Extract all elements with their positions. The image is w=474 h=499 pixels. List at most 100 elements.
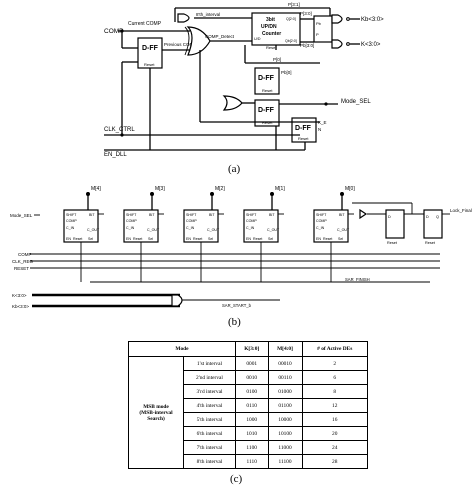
sar-cell-pin-label: Sel xyxy=(208,237,213,241)
p0-label: P[0] xyxy=(273,57,281,62)
sar-cell-pin-label: COMP xyxy=(186,219,197,223)
sar-cell-pin-label: SHIFT xyxy=(126,213,137,217)
reg-p-inner: P xyxy=(316,32,319,37)
sar-cell-pin-label: C_IN xyxy=(316,226,325,230)
sar-cell-pin-label: BIT xyxy=(209,213,215,217)
p-register xyxy=(313,15,333,43)
previous-comp-dff xyxy=(137,37,163,69)
sar-cell-pin-label: C_IN xyxy=(66,226,75,230)
tap-label: M[4] xyxy=(91,186,101,192)
sar-cell-pin-label: SHIFT xyxy=(316,213,327,217)
b-reset-label: RESET xyxy=(14,266,29,271)
en-dll-label: EN_DLL xyxy=(104,152,127,158)
mode-table: Mode K[3:0] M[4:0] # of Active DEs MSB m… xyxy=(128,341,368,469)
table-cell: 6'th interval xyxy=(183,426,236,441)
reg-pb-inner: Pb xyxy=(316,21,322,26)
tap-label: M[1] xyxy=(275,186,285,192)
table-cell: 0100 xyxy=(234,384,269,399)
table-cell: 4'th interval xyxy=(183,398,236,413)
b-mode-sel-label: Mode_SEL xyxy=(10,213,33,218)
tap-pin xyxy=(270,192,274,196)
end-dff-2 xyxy=(423,209,443,239)
sar-cell-pin-label: SHIFT xyxy=(186,213,197,217)
sar-cell-pin-label: COMP xyxy=(316,219,327,223)
sar-cell-pin-label: C_OUT xyxy=(337,228,350,232)
comp-xor-gate xyxy=(186,26,211,56)
sar-cell-pin-label: C_IN xyxy=(246,226,255,230)
table-cell: 20 xyxy=(301,426,368,441)
sar-cell-pin-label: C_OUT xyxy=(267,228,280,232)
tap-label: M[2] xyxy=(215,186,225,192)
updn-counter xyxy=(251,12,301,46)
table-cell: 1100 xyxy=(234,440,269,455)
sar-cell-pin-label: Sel xyxy=(268,237,273,241)
sar-cell-pin-label: Reset xyxy=(133,237,142,241)
table-cell: 3'rd interval xyxy=(183,384,236,399)
n-label: N xyxy=(318,127,321,132)
table-cell: 01100 xyxy=(267,398,303,413)
table-cell: 2'nd interval xyxy=(183,370,236,385)
k-output-label: K<3:0> xyxy=(361,42,381,48)
interval-and-gate xyxy=(177,13,190,23)
table-cell: 8 xyxy=(301,384,368,399)
pb0-label: Pb[0] xyxy=(281,70,292,75)
table-cell: 7'th interval xyxy=(183,440,236,455)
k-out-gate xyxy=(331,14,343,24)
mode-name-line2: (MSB-interval xyxy=(139,409,173,416)
b-k-label: K<3:0> xyxy=(12,293,27,298)
reg-pb-label: Pb[3:0] xyxy=(300,43,314,48)
sar-cell-pin-label: EN xyxy=(186,237,191,241)
panel-a-schematic: COMP D-FF Reset Previous COMP Current CO… xyxy=(104,2,384,158)
tap-pin xyxy=(340,192,344,196)
sar-cell-pin-label: C_OUT xyxy=(87,228,100,232)
dff-reset-label-1: Reset xyxy=(144,62,155,67)
end-q-label-2: Q xyxy=(436,215,439,219)
table-cell: 01000 xyxy=(267,384,303,399)
counter-label-1: 3bit xyxy=(266,17,275,23)
tap-pin xyxy=(86,192,90,196)
sar-start-label: SAR_START_b xyxy=(222,303,252,308)
sar-cell-pin-label: Sel xyxy=(338,237,343,241)
table-cell: 28 xyxy=(301,454,368,469)
sar-cell-pin-label: EN xyxy=(126,237,131,241)
dff-label-4: D-FF xyxy=(295,125,312,132)
panel-b-schematic: M[4]M[3]M[2]M[1]M[0] Mode_SEL COMP CLK_R… xyxy=(10,186,472,309)
end-dff-1 xyxy=(385,209,405,239)
table-cell: 16 xyxy=(301,412,368,427)
table-cell: 0010 xyxy=(234,370,269,385)
table-header-m: M[4:0] xyxy=(267,341,303,357)
table-cell: 24 xyxy=(301,440,368,455)
dff-label-1: D-FF xyxy=(142,45,159,52)
interval-label: 8'th_interval xyxy=(196,12,220,17)
comp-input-label: COMP xyxy=(104,28,124,35)
dff-label-3: D-FF xyxy=(258,107,275,114)
mode-or-gate xyxy=(222,95,243,111)
sar-cell-pin-label: COMP xyxy=(246,219,257,223)
table-cell: 0110 xyxy=(234,398,269,413)
sar-cell-pin-label: Sel xyxy=(88,237,93,241)
end-d-label-1: D xyxy=(388,215,391,219)
sar-cell-pin-label: SHIFT xyxy=(66,213,77,217)
table-cell: 1'st interval xyxy=(183,356,236,371)
sar-cell-pin-label: COMP xyxy=(126,219,137,223)
table-cell: 1000 xyxy=(234,412,269,427)
sar-cell-box xyxy=(183,209,219,243)
dff-label-2: D-FF xyxy=(258,75,275,82)
table-cell: 6 xyxy=(301,370,368,385)
table-cell: 5'th interval xyxy=(183,412,236,427)
table-header-mode: Mode xyxy=(128,341,236,357)
counter-label-2: UP/DN xyxy=(261,24,277,30)
sar-cell-pin-label: BIT xyxy=(89,213,95,217)
sar-cell-pin-label: BIT xyxy=(269,213,275,217)
mode-sel-output-label: Mode_SEL xyxy=(341,99,371,105)
sar-cell-pin-label: C_IN xyxy=(186,226,195,230)
reg-p-label: P[3:0] xyxy=(300,11,312,16)
